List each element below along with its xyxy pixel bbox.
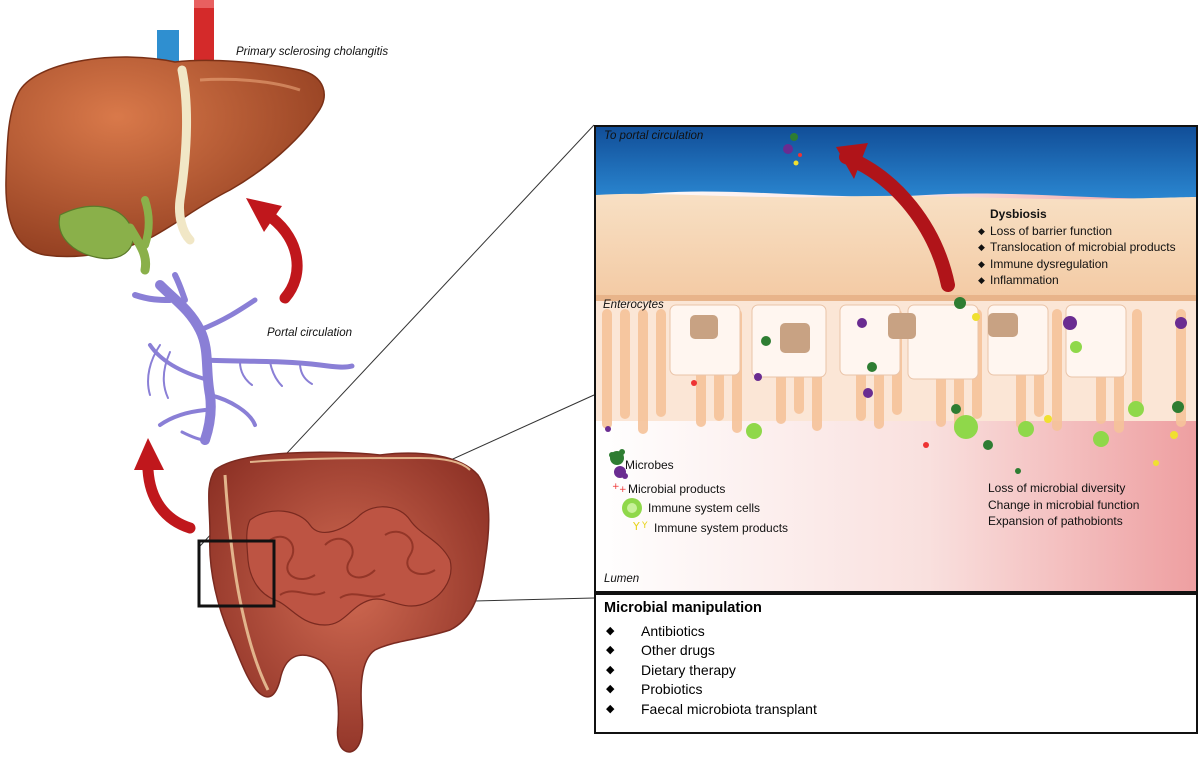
manipulation-item: Dietary therapy <box>604 661 817 681</box>
intestine-illustration <box>197 451 490 753</box>
arrow-portal-to-liver <box>266 212 303 304</box>
arrow-gut-to-portal <box>142 464 196 534</box>
enterocytes-label: Enterocytes <box>603 299 664 311</box>
cell-nuclei <box>690 313 1018 353</box>
manipulation-item: Probiotics <box>604 680 817 700</box>
aorta <box>194 0 214 64</box>
legend-immune-products: Immune system products <box>654 521 789 535</box>
legend-microbes: Microbes <box>625 458 674 472</box>
appendix-vessel <box>223 474 270 691</box>
gallbladder <box>58 205 134 260</box>
dysbiosis-box: Dysbiosis Loss of barrier function Trans… <box>978 206 1176 289</box>
microbe-cluster-panel <box>605 133 1187 474</box>
manipulation-item: Faecal microbiota transplant <box>604 700 817 720</box>
diversity-effect-item: Loss of microbial diversity <box>988 481 1126 495</box>
dysbiosis-list: Loss of barrier function Translocation o… <box>978 223 1176 289</box>
diversity-effect-item: Change in microbial function <box>988 497 1140 512</box>
vena-cava <box>157 30 179 64</box>
dysbiosis-item: Loss of barrier function <box>978 223 1176 240</box>
manipulation-item: Other drugs <box>604 641 817 661</box>
to-portal-circulation-label: To portal circulation <box>604 130 704 142</box>
microbial-manipulation-box: Microbial manipulation Antibiotics Other… <box>594 593 1198 734</box>
microbial-manipulation-list: Antibiotics Other drugs Dietary therapy … <box>604 622 817 719</box>
legend-immune-cells: Immune system cells <box>648 501 761 515</box>
bile-duct <box>125 223 151 275</box>
psc-label: Primary sclerosing cholangitis <box>236 46 389 58</box>
zoom-region-box <box>197 539 276 608</box>
portal-vein-illustration <box>132 272 355 445</box>
lumen-label: Lumen <box>604 573 640 585</box>
dysbiosis-item: Immune dysregulation <box>978 256 1176 273</box>
portal-blood-vessel <box>596 127 1196 199</box>
liver-illustration <box>5 0 325 275</box>
portal-circulation-label: Portal circulation <box>267 327 353 339</box>
diversity-effect-item: Expansion of pathobionts <box>988 514 1123 528</box>
diversity-effects-list: Loss of microbial diversity Change in mi… <box>988 480 1139 530</box>
small-intestine <box>246 506 452 626</box>
translocation-arrow <box>839 150 955 292</box>
arrows <box>134 198 303 534</box>
falciform-ligament <box>175 65 195 245</box>
dysbiosis-item: Inflammation <box>978 272 1176 289</box>
manipulation-item: Antibiotics <box>604 622 817 642</box>
microbial-manipulation-title: Microbial manipulation <box>604 600 762 616</box>
dysbiosis-item: Translocation of microbial products <box>978 239 1176 256</box>
dysbiosis-title: Dysbiosis <box>990 207 1047 221</box>
legend-microbial-products: Microbial products <box>628 482 726 496</box>
